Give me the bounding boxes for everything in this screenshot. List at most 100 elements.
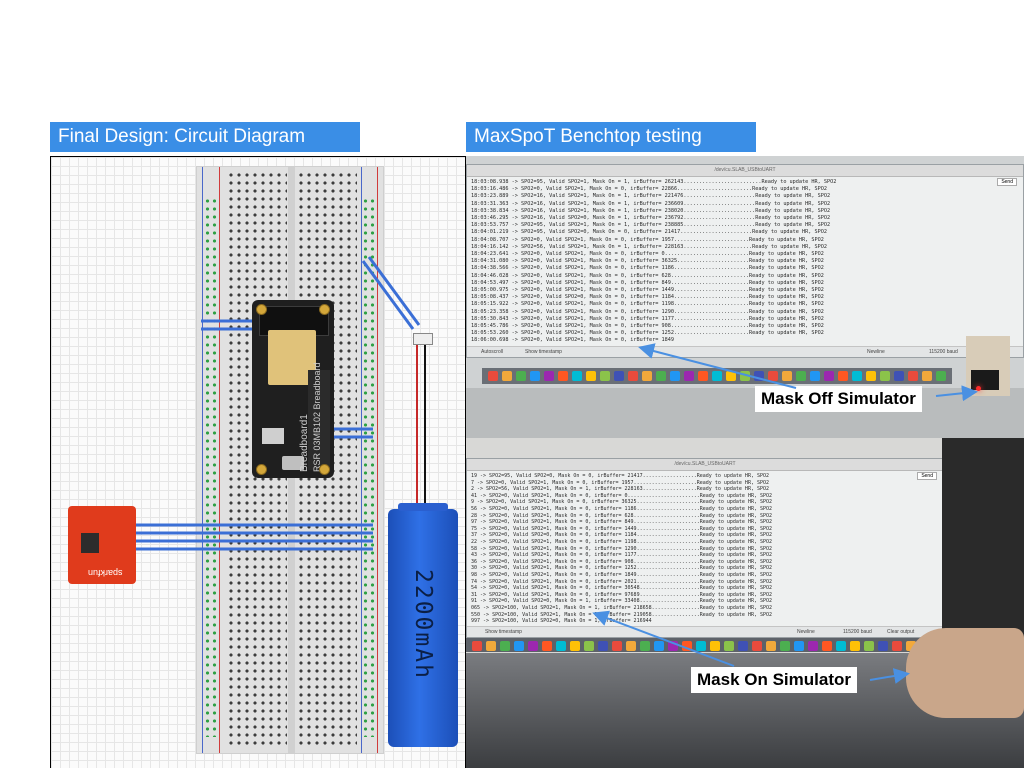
dock-app-icon[interactable]	[528, 641, 538, 651]
dock-app-icon[interactable]	[878, 641, 888, 651]
dock-app-icon[interactable]	[488, 371, 498, 381]
circuit-diagram: Breadboard1 RSR 03MB102 Breadboard spark…	[50, 156, 466, 768]
macos-dock	[482, 368, 952, 384]
dock-app-icon[interactable]	[908, 371, 918, 381]
baud-rate-select[interactable]: 115200 baud	[843, 629, 872, 635]
serial-line: 18:03:31.363 -> SPO2=16, Valid SPO2=1, M…	[471, 200, 831, 207]
dock-app-icon[interactable]	[626, 641, 636, 651]
dock-app-icon[interactable]	[838, 371, 848, 381]
dock-app-icon[interactable]	[864, 641, 874, 651]
line-ending-select[interactable]: Newline	[797, 629, 815, 635]
dock-app-icon[interactable]	[738, 641, 748, 651]
dock-app-icon[interactable]	[866, 371, 876, 381]
battery-capacity-label: 2200mAh	[410, 569, 436, 680]
dock-app-icon[interactable]	[892, 641, 902, 651]
show-timestamp-checkbox[interactable]: Show timestamp	[525, 349, 562, 355]
breadboard-rail-red	[219, 167, 220, 753]
serial-line: 18:04:53.497 -> SPO2=0, Valid SPO2=1, Ma…	[471, 279, 824, 286]
serial-line: 36 -> SPO2=0, Valid SPO2=1, Mask On = 0,…	[471, 558, 773, 565]
benchtop-testing-title: MaxSpoT Benchtop testing	[466, 122, 756, 152]
dock-app-icon[interactable]	[628, 371, 638, 381]
dock-app-icon[interactable]	[472, 641, 482, 651]
dock-app-icon[interactable]	[794, 641, 804, 651]
dock-app-icon[interactable]	[780, 641, 790, 651]
power-rail-holes	[204, 197, 218, 737]
dock-app-icon[interactable]	[852, 371, 862, 381]
serial-line: 30 -> SPO2=0, Valid SPO2=1, Mask On = 0,…	[471, 565, 773, 572]
dock-app-icon[interactable]	[766, 641, 776, 651]
mask-on-callout: Mask On Simulator	[691, 667, 857, 693]
dock-app-icon[interactable]	[654, 641, 664, 651]
dock-app-icon[interactable]	[768, 371, 778, 381]
dock-app-icon[interactable]	[530, 371, 540, 381]
dock-app-icon[interactable]	[880, 371, 890, 381]
dock-app-icon[interactable]	[824, 371, 834, 381]
dock-app-icon[interactable]	[642, 371, 652, 381]
dock-app-icon[interactable]	[542, 641, 552, 651]
dock-app-icon[interactable]	[726, 371, 736, 381]
dock-app-icon[interactable]	[670, 371, 680, 381]
dock-app-icon[interactable]	[486, 641, 496, 651]
battery-cap	[398, 503, 448, 511]
dock-app-icon[interactable]	[782, 371, 792, 381]
dock-app-icon[interactable]	[572, 371, 582, 381]
dock-app-icon[interactable]	[810, 371, 820, 381]
serial-status-bar: Show timestamp Newline 115200 baud Clear…	[467, 626, 943, 637]
benchtop-photos: /dev/cu.SLAB_USBtoUART Send 18:03:08.938…	[466, 156, 1024, 768]
dock-app-icon[interactable]	[570, 641, 580, 651]
dock-app-icon[interactable]	[500, 641, 510, 651]
clear-output-button[interactable]: Clear output	[887, 629, 915, 635]
dock-app-icon[interactable]	[894, 371, 904, 381]
window-title: /dev/cu.SLAB_USBtoUART	[467, 459, 943, 471]
dock-app-icon[interactable]	[684, 371, 694, 381]
dock-app-icon[interactable]	[836, 641, 846, 651]
send-button[interactable]: Send	[917, 472, 937, 480]
dock-app-icon[interactable]	[558, 371, 568, 381]
send-button[interactable]: Send	[997, 178, 1017, 186]
dock-app-icon[interactable]	[922, 371, 932, 381]
dock-app-icon[interactable]	[640, 641, 650, 651]
circuit-diagram-title: Final Design: Circuit Diagram	[50, 122, 360, 152]
dock-app-icon[interactable]	[698, 371, 708, 381]
dock-app-icon[interactable]	[586, 371, 596, 381]
dock-app-icon[interactable]	[612, 641, 622, 651]
dock-app-icon[interactable]	[936, 371, 946, 381]
dock-app-icon[interactable]	[600, 371, 610, 381]
dock-app-icon[interactable]	[796, 371, 806, 381]
dock-app-icon[interactable]	[514, 641, 524, 651]
dock-app-icon[interactable]	[712, 371, 722, 381]
dock-app-icon[interactable]	[682, 641, 692, 651]
dock-app-icon[interactable]	[584, 641, 594, 651]
dock-app-icon[interactable]	[696, 641, 706, 651]
dock-app-icon[interactable]	[556, 641, 566, 651]
desk-background	[466, 388, 1024, 438]
serial-line: 18:04:16.142 -> SPO2=56, Valid SPO2=1, M…	[471, 243, 828, 250]
dock-app-icon[interactable]	[752, 641, 762, 651]
dock-app-icon[interactable]	[598, 641, 608, 651]
dock-app-icon[interactable]	[516, 371, 526, 381]
show-timestamp-checkbox[interactable]: Show timestamp	[485, 629, 522, 635]
dock-app-icon[interactable]	[822, 641, 832, 651]
dock-app-icon[interactable]	[544, 371, 554, 381]
serial-line: 18:05:15.922 -> SPO2=0, Valid SPO2=1, Ma…	[471, 301, 824, 308]
serial-line: 18:03:08.938 -> SPO2=95, Valid SPO2=1, M…	[471, 179, 837, 185]
dock-app-icon[interactable]	[614, 371, 624, 381]
line-ending-select[interactable]: Newline	[867, 349, 885, 355]
dock-app-icon[interactable]	[656, 371, 666, 381]
breadboard-rail-blue	[202, 167, 203, 753]
dock-app-icon[interactable]	[502, 371, 512, 381]
serial-line: 065 -> SPO2=100, Valid SPO2=1, Mask On =…	[471, 605, 773, 611]
battery-connector	[413, 333, 433, 345]
pulse-oximeter-sensor: sparkfun	[68, 506, 136, 584]
dock-app-icon[interactable]	[754, 371, 764, 381]
dock-app-icon[interactable]	[710, 641, 720, 651]
dock-app-icon[interactable]	[724, 641, 734, 651]
dock-app-icon[interactable]	[850, 641, 860, 651]
autoscroll-checkbox[interactable]: Autoscroll	[481, 349, 503, 355]
mask-off-callout: Mask Off Simulator	[755, 386, 922, 412]
dock-app-icon[interactable]	[808, 641, 818, 651]
baud-rate-select[interactable]: 115200 baud	[929, 349, 958, 355]
arrow-to-output	[638, 343, 797, 389]
dock-app-icon[interactable]	[740, 371, 750, 381]
dock-app-icon[interactable]	[668, 641, 678, 651]
